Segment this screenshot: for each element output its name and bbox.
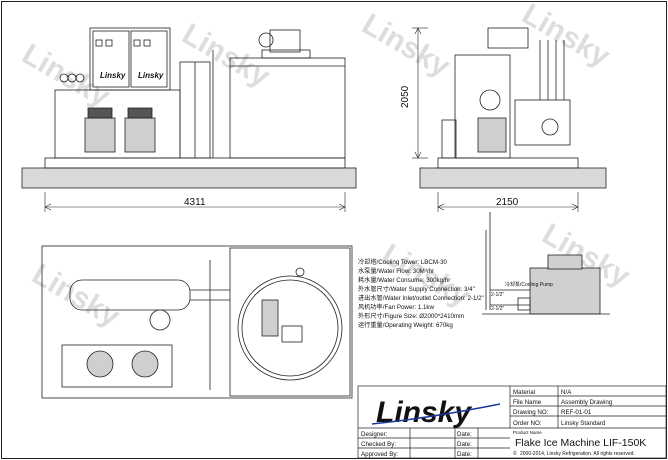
order-no-label: Order NO: [513, 420, 542, 427]
top-sensor [295, 267, 305, 277]
top-compressor-frame [61, 344, 173, 388]
width-dimension [437, 192, 579, 212]
designer-date-label: Date: [457, 431, 472, 438]
order-no-value: Linsky Standard [561, 420, 606, 427]
width-dimension-label: 2150 [496, 197, 519, 208]
material-label: Material [513, 389, 535, 396]
spec-line: 耗水量/Water Consume: 300kg/hr [358, 276, 450, 284]
side-base-frame [437, 157, 579, 169]
front-base-frame [44, 157, 346, 169]
file-name-value: Assembly Drawing [561, 399, 613, 406]
title-block-frame [357, 385, 667, 459]
approved-by-label: Approved By: [361, 451, 398, 458]
spec-line: 风机功率/Fan Power: 1.1kw [358, 303, 435, 311]
top-compressor [86, 350, 114, 378]
compressor [84, 117, 116, 153]
pressure-gauge [75, 73, 85, 83]
side-compressor [477, 117, 507, 153]
top-view-outline [41, 245, 353, 399]
checked-by-label: Checked By: [361, 441, 396, 448]
spec-line: 外水管尺寸/Water Supply Connection: 3/4" [358, 285, 475, 293]
drawing-no-value: REF-01-01 [561, 409, 592, 416]
panel-switch [133, 39, 141, 47]
compressor-head [87, 107, 113, 119]
panel-switch [143, 39, 151, 47]
side-foundation [419, 167, 607, 189]
height-dimension-label: 2050 [400, 85, 411, 108]
cooling-pump-label: 冷却泵/Cooling Pump [505, 281, 553, 288]
top-valve [149, 309, 171, 331]
watermark-text: Linsky [357, 7, 456, 83]
product-name-label: Product Name [513, 430, 542, 435]
panel-switch [105, 39, 113, 47]
top-receiver [69, 279, 191, 311]
side-motor [479, 89, 501, 111]
copyright-symbol: © [513, 450, 517, 457]
side-condenser [514, 99, 571, 146]
front-view [21, 27, 357, 189]
length-dimension [44, 192, 346, 212]
motor-cover [258, 32, 274, 48]
motor-base [261, 49, 311, 59]
spec-line: 运行重量/Operating Weight: 670kg [358, 321, 453, 329]
evaporator-drum-top [237, 275, 343, 381]
material-value: N/A [561, 389, 572, 396]
checked-date-label: Date: [457, 441, 472, 448]
compressor-head [127, 107, 153, 119]
spec-line: 进出水管/Water Inlet/outlet Connection: 2-1/… [358, 294, 484, 302]
side-fan [541, 118, 559, 136]
copyright: 2000-2014, Linsky Refrigeration. All rig… [520, 451, 635, 457]
watermark-text: Linsky [27, 257, 126, 333]
length-dimension-label: 4311 [184, 197, 206, 208]
file-name-label: File Name [513, 399, 542, 406]
evaporator-inner [241, 279, 339, 377]
cooling-tower [482, 212, 610, 315]
product-name: Flake Ice Machine LIF-150K [515, 437, 646, 449]
pipe-size-label: 2-1/2" [491, 306, 504, 312]
side-receiver [441, 119, 457, 159]
approved-date-label: Date: [457, 451, 472, 458]
cooling-pump [517, 297, 531, 311]
watermark-text: Linsky [517, 0, 616, 74]
spec-line: 外形尺寸/Figure Size: Ø2000*2410mm [358, 312, 464, 320]
tower-body [529, 267, 601, 315]
watermark-text: Linsky [177, 17, 276, 93]
control-panel-door-left [92, 30, 130, 88]
pipe-size-label: 2-1/2" [491, 292, 504, 298]
panel-logo: Linsky [138, 71, 164, 80]
spec-list: 冷却塔/Cooling Tower: LBCM-30 水泵量/Water Flo… [358, 258, 484, 329]
condensing-unit [54, 89, 181, 159]
control-panel-door-right [130, 30, 168, 88]
panel-logo: Linsky [100, 71, 126, 80]
spec-line: 水泵量/Water Flow: 30M³/hr [358, 267, 434, 275]
tower-fan-housing [547, 254, 583, 270]
top-compressor [131, 350, 159, 378]
top-evaporator-housing [229, 247, 351, 397]
side-view [419, 27, 607, 189]
gear-motor [269, 29, 301, 53]
compressor [124, 117, 156, 153]
height-dimension [412, 27, 428, 159]
spec-line: 冷却塔/Cooling Tower: LBCM-30 [358, 258, 448, 266]
title-block [357, 385, 667, 459]
side-frame [454, 54, 511, 159]
front-foundation [21, 167, 357, 189]
top-gear-motor [261, 299, 279, 337]
top-gearbox [281, 325, 303, 343]
drawing-no-label: Drawing NO: [513, 409, 549, 416]
watermark-text: Linsky [377, 237, 476, 313]
logo-swoosh [371, 403, 501, 425]
top-view [41, 245, 353, 399]
panel-switch [95, 39, 103, 47]
side-gear-motor [487, 27, 529, 49]
designer-label: Designer: [361, 431, 388, 438]
